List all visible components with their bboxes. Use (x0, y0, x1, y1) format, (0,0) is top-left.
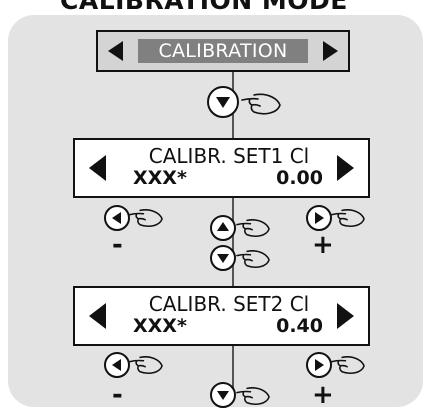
left-button-icon[interactable] (104, 352, 130, 378)
banner-right-arrow-icon (323, 41, 338, 61)
screen1-code: XXX* (133, 167, 187, 189)
left-button-icon[interactable] (104, 205, 130, 231)
screen2-title: CALIBR. SET2 Cl (148, 292, 310, 316)
pointing-hand-icon (236, 387, 270, 406)
left-triangle-icon (112, 359, 121, 371)
pointing-hand-icon (236, 219, 270, 238)
screen-right-arrow-icon (337, 303, 354, 329)
down-button-icon[interactable] (207, 86, 239, 118)
screen-left-arrow-icon (89, 303, 106, 329)
plus-sign: + (312, 380, 334, 410)
minus-sign: - (112, 380, 123, 410)
down-button-icon[interactable] (210, 382, 236, 408)
screen2-code: XXX* (133, 315, 187, 337)
screen-right-arrow-icon (337, 155, 354, 181)
right-button-icon[interactable] (306, 205, 332, 231)
pointing-hand-icon (331, 209, 365, 228)
header-title: CALIBRATION MODE (60, 0, 348, 15)
banner-left-arrow-icon (108, 41, 123, 61)
pointing-hand-icon (236, 250, 270, 269)
pointing-hand-icon (241, 93, 281, 115)
down-triangle-icon (216, 97, 230, 108)
right-button-icon[interactable] (306, 352, 332, 378)
pointing-hand-icon (331, 356, 365, 375)
screen1-title: CALIBR. SET1 Cl (148, 144, 310, 168)
display-screen-set1: CALIBR. SET1 Cl XXX* 0.00 (73, 138, 370, 198)
up-button-icon[interactable] (210, 215, 236, 241)
minus-sign: - (112, 230, 123, 260)
pointing-hand-icon (129, 209, 163, 228)
plus-sign: + (312, 230, 334, 260)
calibration-banner: CALIBRATION (96, 30, 350, 72)
down-triangle-icon (217, 254, 229, 263)
right-triangle-icon (315, 359, 324, 371)
screen-left-arrow-icon (89, 155, 106, 181)
down-triangle-icon (217, 391, 229, 400)
up-triangle-icon (217, 222, 229, 231)
screen2-value: 0.40 (276, 315, 323, 337)
down-button-icon[interactable] (210, 245, 236, 271)
right-triangle-icon (315, 212, 324, 224)
left-triangle-icon (112, 212, 121, 224)
pointing-hand-icon (129, 356, 163, 375)
banner-title: CALIBRATION (138, 39, 308, 63)
display-screen-set2: CALIBR. SET2 Cl XXX* 0.40 (73, 286, 370, 346)
screen1-value: 0.00 (276, 167, 323, 189)
